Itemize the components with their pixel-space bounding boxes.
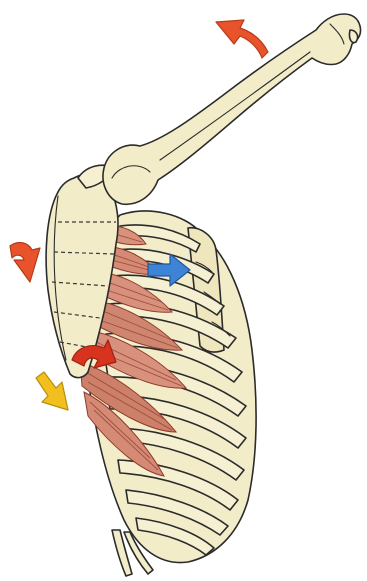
arrow-down-icon (36, 372, 68, 410)
humerus (103, 14, 361, 204)
humerus-shaft-line (160, 52, 310, 160)
humerus-condyle-bump (349, 30, 357, 43)
curved-arrow-icon (216, 20, 268, 58)
curved-arrow-icon (10, 243, 40, 282)
